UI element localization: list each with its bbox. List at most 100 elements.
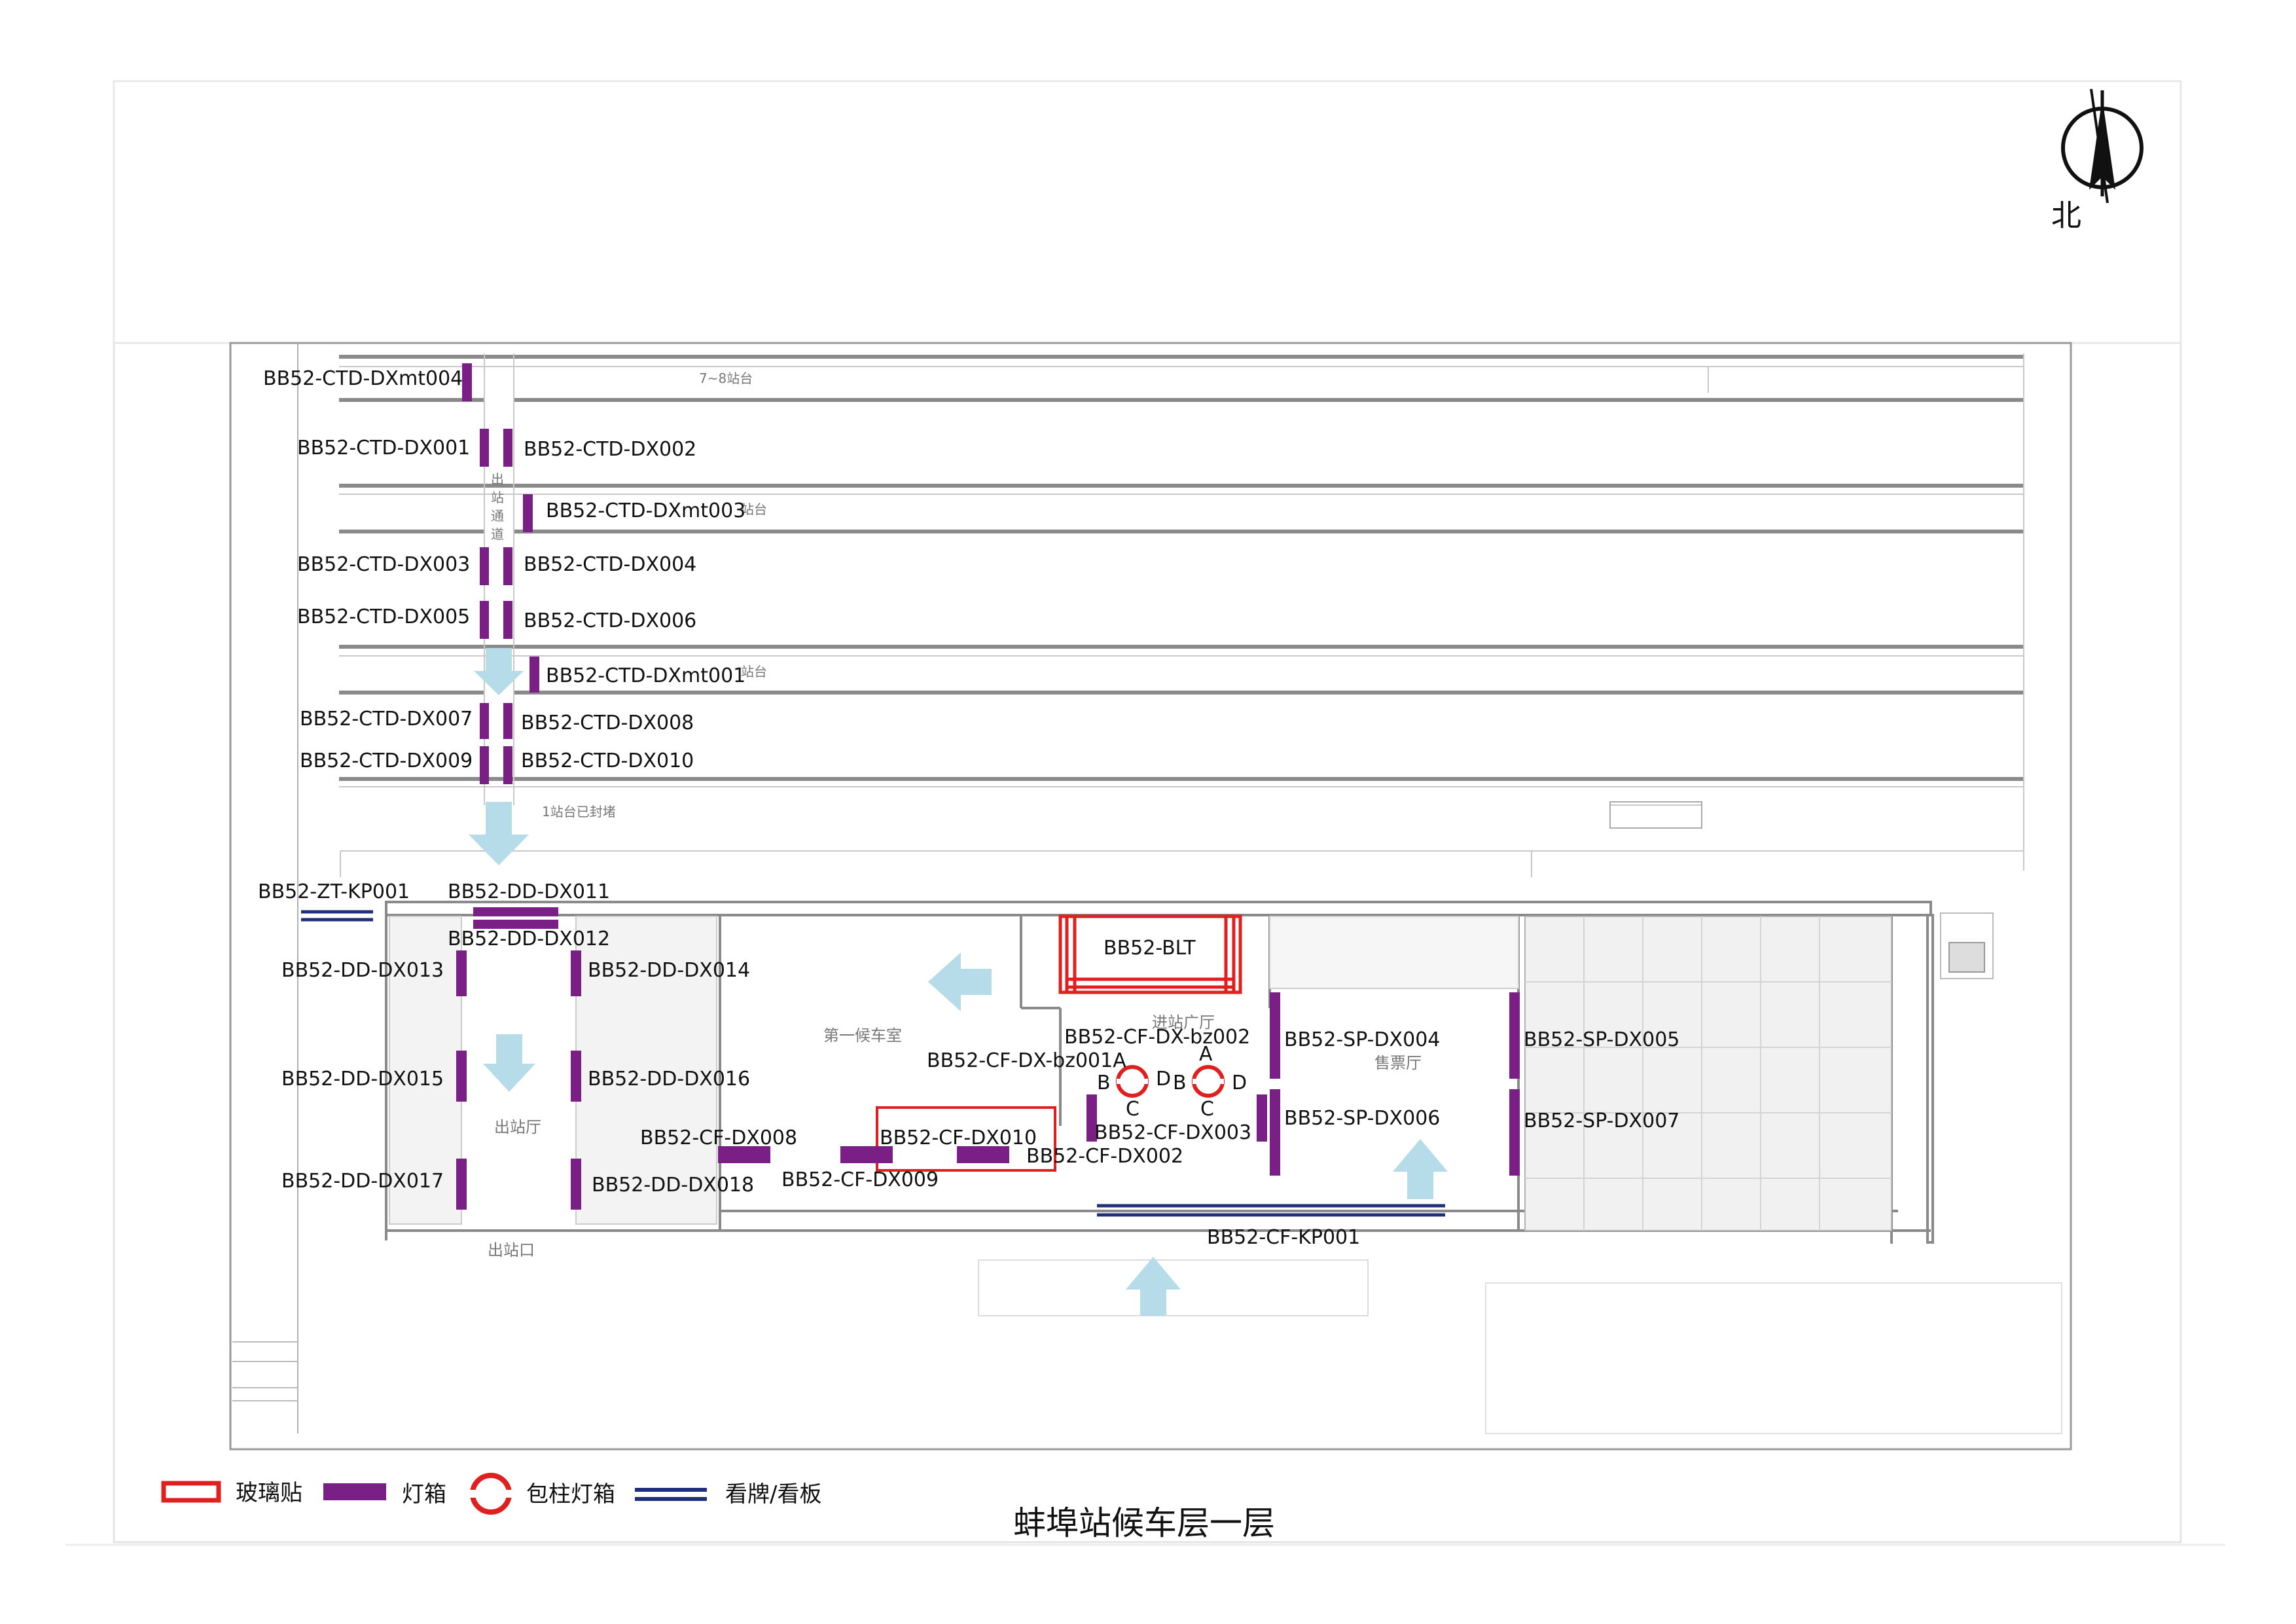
label-cf-dx010: BB52-CF-DX010 [880,1127,1037,1149]
room-label-waiting-room: 第一候车室 [823,1026,902,1045]
label-ctd-dxmt003: BB52-CTD-DXmt003 [546,499,746,522]
entrance-canopy [978,1259,1369,1316]
lightbox-dd-dx011 [473,907,558,916]
label-ctd-dxmt001: BB52-CTD-DXmt001 [546,664,746,687]
lightbox-cf-dx002 [1086,1094,1097,1142]
label-sp-dx007: BB52-SP-DX007 [1524,1110,1680,1132]
lightbox-ctd-dx001 [480,429,489,467]
arrow-down-icon [474,648,524,695]
lightbox-ctd-dx004 [503,547,512,585]
label-dd-dx011: BB52-DD-DX011 [448,880,611,903]
label-ctd-dx006: BB52-CTD-DX006 [524,609,697,632]
label-ctd-dx008: BB52-CTD-DX008 [521,712,694,734]
arrow-up-icon [1126,1257,1181,1316]
exit-hall-right-rooms [575,916,717,1225]
label-ctd-dx007: BB52-CTD-DX007 [300,708,473,731]
lightbox-sp-dx007 [1509,1089,1520,1176]
legend-swatches [161,1473,707,1515]
label-cf-dx002: BB52-CF-DX002 [1026,1145,1184,1168]
lightbox-ctd-dx006 [503,601,512,639]
top-blank-panel [113,80,2182,344]
lightbox-ctd-dx010 [503,746,512,784]
column-face-b: B [1097,1072,1111,1094]
glass-sticker-blt [1058,914,1242,994]
label-sp-dx004: BB52-SP-DX004 [1284,1028,1441,1051]
label-ctd-dx002: BB52-CTD-DX002 [524,438,697,461]
column-lightbox-bz002 [1192,1065,1225,1098]
lightbox-ctd-dxmt004 [462,363,472,401]
lightbox-dd-dx016 [571,1051,581,1102]
lightbox-sp-dx004 [1270,992,1280,1079]
column-lightbox-icon [470,1473,512,1515]
platform-tracks [339,355,2024,781]
room-label-exit-gate: 出站口 [488,1241,535,1259]
lightbox-sp-dx005 [1509,992,1520,1079]
lightbox-ctd-dxmt001 [529,657,539,693]
lightbox-sp-dx006 [1270,1089,1280,1176]
lightbox-ctd-dx002 [503,429,512,467]
label-zt-kp001: BB52-ZT-KP001 [258,880,410,903]
lightbox-ctd-dx007 [480,703,489,739]
label-dd-dx012: BB52-DD-DX012 [448,928,611,950]
exit-hall-left-rooms [389,916,462,1225]
north-arrow-icon [2061,88,2144,204]
signboard-icon [635,1488,707,1501]
column-face-d: D [1156,1068,1172,1091]
column-face-c: C [1126,1098,1139,1121]
room-label-platform-78: 7~8站台 [699,370,753,386]
room-label-platform-1: 1站台已封堵 [542,804,616,820]
lightbox-marks [456,363,1520,1210]
label-sp-dx005: BB52-SP-DX005 [1524,1028,1680,1051]
lightbox-dd-dx013 [456,950,467,996]
label-ctd-dx001: BB52-CTD-DX001 [297,437,471,460]
page-title: 蚌埠站候车层一层 [1013,1504,1275,1542]
lightbox-ctd-dx009 [480,746,489,784]
platform-tag-1: 站台 [741,664,767,679]
label-dd-dx015: BB52-DD-DX015 [281,1068,444,1091]
column-face-c: C [1200,1098,1214,1121]
room-label-exit-passage: 出站通道 [491,471,504,542]
legend-label-column-lightbox: 包柱灯箱 [526,1481,615,1507]
room-label-entry-hall: 进站广厅 [1152,1013,1215,1032]
label-ctd-dxmt004: BB52-CTD-DXmt004 [263,367,463,390]
label-cf-dx-bz001a: BB52-CF-DX-bz001A [927,1049,1126,1072]
lightbox-dd-dx018 [571,1159,581,1210]
title-block-marks [232,1341,298,1401]
ticket-hall-gridlines [1525,916,1892,1231]
glass-sticker-icon [161,1481,221,1503]
lightbox-ctd-dx008 [503,703,512,739]
ticket-hall-grid [1524,916,1892,1231]
legend-label-lightbox: 灯箱 [402,1481,446,1507]
label-dd-dx013: BB52-DD-DX013 [281,959,444,982]
lightbox-dd-dx015 [456,1051,467,1102]
room-label-ticket-hall: 售票厅 [1374,1054,1422,1072]
label-dd-dx014: BB52-DD-DX014 [588,959,751,982]
lightbox-dd-dx014 [571,950,581,996]
label-ctd-dx003: BB52-CTD-DX003 [297,553,471,576]
north-label: 北 [2051,198,2081,233]
label-ctd-dx005: BB52-CTD-DX005 [297,605,471,628]
label-dd-dx018: BB52-DD-DX018 [592,1174,755,1197]
arrow-left-icon [928,952,992,1011]
label-dd-dx016: BB52-DD-DX016 [588,1068,751,1091]
lightbox-dd-dx017 [456,1159,467,1210]
lightbox-ctd-dx003 [480,547,489,585]
stair-box-inner [1948,942,1985,973]
label-sp-dx006: BB52-SP-DX006 [1284,1107,1441,1130]
column-face-d: D [1232,1072,1247,1094]
label-cf-dx-bz002: BB52-CF-DX-bz002 [1064,1026,1251,1049]
flow-arrows [469,648,1448,1316]
stair-box [1940,912,1994,979]
label-cf-dx008: BB52-CF-DX008 [640,1127,798,1149]
label-ctd-dx010: BB52-CTD-DX010 [521,749,694,772]
lightbox-cf-dx003 [1257,1094,1267,1142]
label-dd-dx017: BB52-DD-DX017 [281,1170,444,1193]
highlight-frame-cf-dx010 [876,1106,1056,1172]
platform-structure [1609,801,1702,829]
glass-sticker-marks [1058,914,1242,994]
arrow-down-icon [483,1034,535,1092]
arrow-up-icon [1393,1139,1448,1199]
lightbox-ctd-dx005 [480,601,489,639]
